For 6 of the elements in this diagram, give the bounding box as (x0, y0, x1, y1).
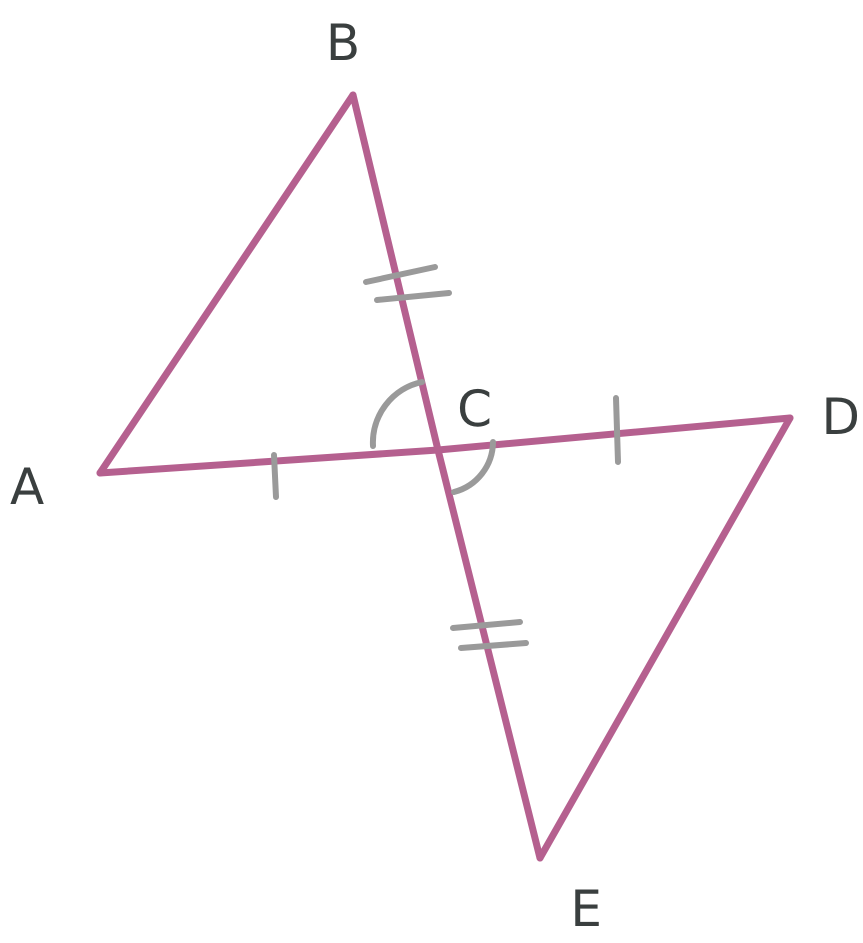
point-label: B (326, 18, 360, 68)
line-segment (536, 414, 794, 862)
point-label: C (457, 384, 492, 434)
point-label: A (10, 462, 44, 512)
point-label: D (821, 392, 860, 442)
point-label: E (570, 884, 602, 934)
